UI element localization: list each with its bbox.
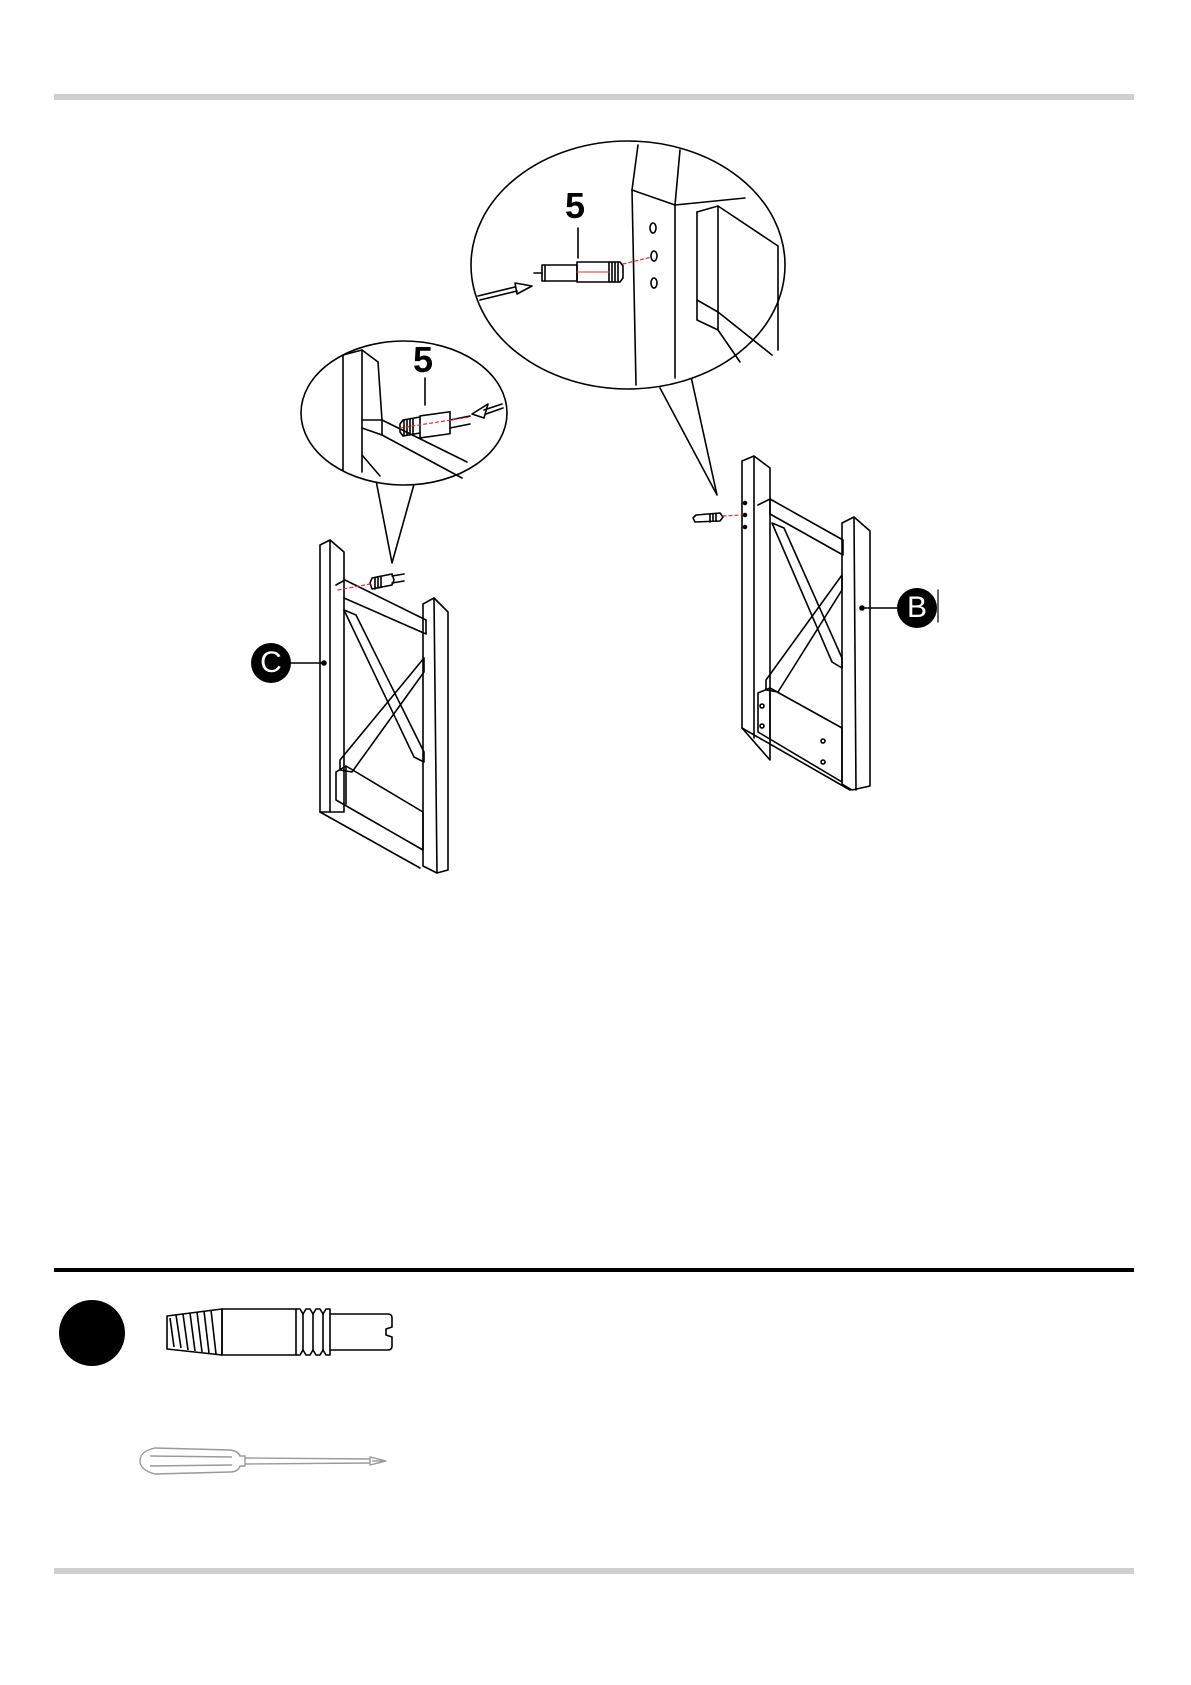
bottom-rule bbox=[54, 1568, 1134, 1574]
